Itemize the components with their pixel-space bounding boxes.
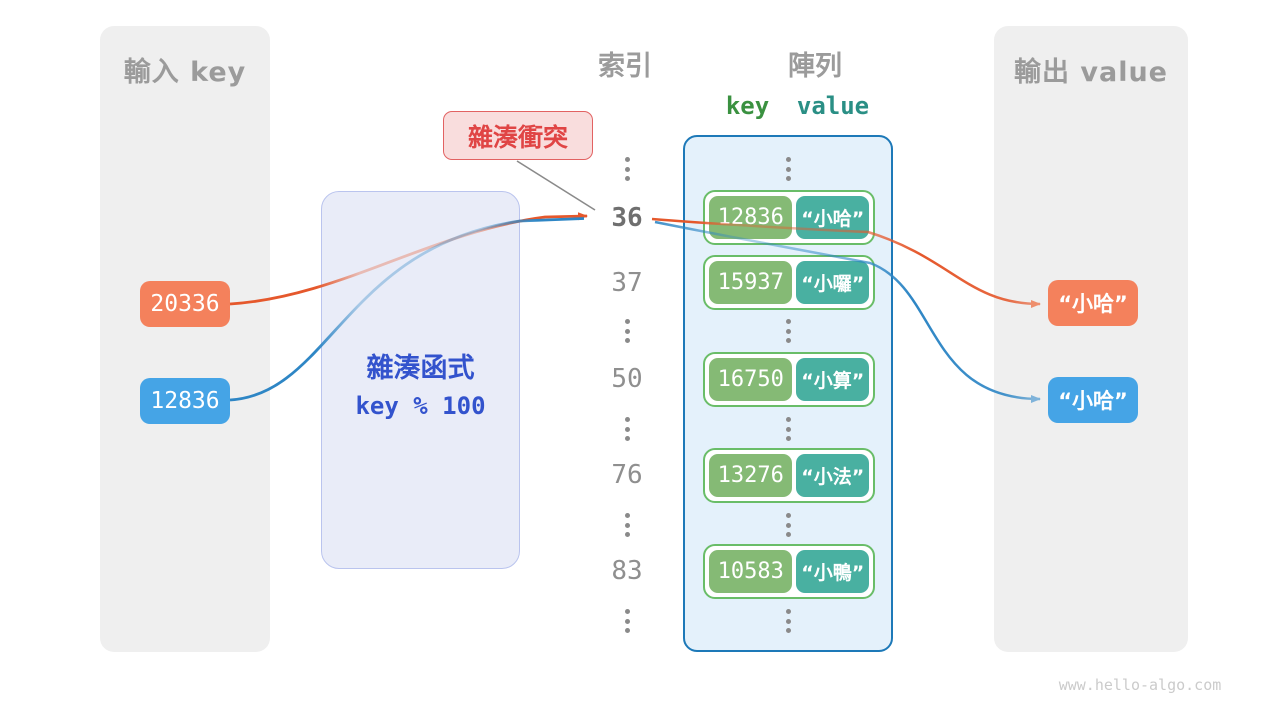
hash-collision-label: 雜湊衝突 (443, 111, 593, 160)
entry-key: 12836 (709, 196, 793, 239)
ellipsis-icon (758, 157, 818, 181)
hash-function-formula: key % 100 (355, 392, 486, 420)
output-value-blue: “小哈” (1048, 377, 1138, 423)
array-entry-76: 13276 “小法” (703, 448, 875, 503)
output-value-panel: 輸出 value (994, 26, 1188, 652)
entry-value: “小法” (796, 454, 869, 497)
entry-key: 15937 (709, 261, 793, 304)
index-36: 36 (611, 203, 643, 233)
value-subheader: value (796, 92, 870, 120)
entry-value: “小哈” (796, 196, 869, 239)
key-subheader: key (725, 92, 770, 120)
input-key-20336: 20336 (140, 281, 230, 327)
index-37: 37 (611, 268, 643, 298)
entry-value: “小囉” (796, 261, 869, 304)
ellipsis-icon (758, 417, 818, 441)
index-50: 50 (611, 364, 643, 394)
index-83: 83 (611, 556, 643, 586)
entry-value: “小算” (796, 358, 869, 401)
index-column-header: 索引 (598, 51, 652, 82)
input-key-panel: 輸入 key (100, 26, 270, 652)
ellipsis-icon (597, 609, 657, 633)
entry-key: 16750 (709, 358, 793, 401)
ellipsis-icon (597, 417, 657, 441)
ellipsis-icon (597, 513, 657, 537)
ellipsis-icon (758, 513, 818, 537)
array-entry-50: 16750 “小算” (703, 352, 875, 407)
ellipsis-icon (597, 157, 657, 181)
output-value-orange: “小哈” (1048, 280, 1138, 326)
input-panel-title: 輸入 key (123, 57, 247, 88)
index-76: 76 (611, 460, 643, 490)
hash-function-title: 雜湊函式 (366, 353, 475, 384)
array-entry-37: 15937 “小囉” (703, 255, 875, 310)
ellipsis-icon (758, 319, 818, 343)
ellipsis-icon (597, 319, 657, 343)
output-panel-title: 輸出 value (1013, 57, 1168, 88)
ellipsis-icon (758, 609, 818, 633)
array-column-header: 陣列 (788, 51, 842, 82)
entry-value: “小鴨” (796, 550, 869, 593)
array-entry-83: 10583 “小鴨” (703, 544, 875, 599)
entry-key: 10583 (709, 550, 793, 593)
collision-pointer-line (516, 160, 596, 211)
input-key-12836: 12836 (140, 378, 230, 424)
entry-key: 13276 (709, 454, 793, 497)
array-entry-36: 12836 “小哈” (703, 190, 875, 245)
watermark: www.hello-algo.com (1058, 676, 1222, 694)
